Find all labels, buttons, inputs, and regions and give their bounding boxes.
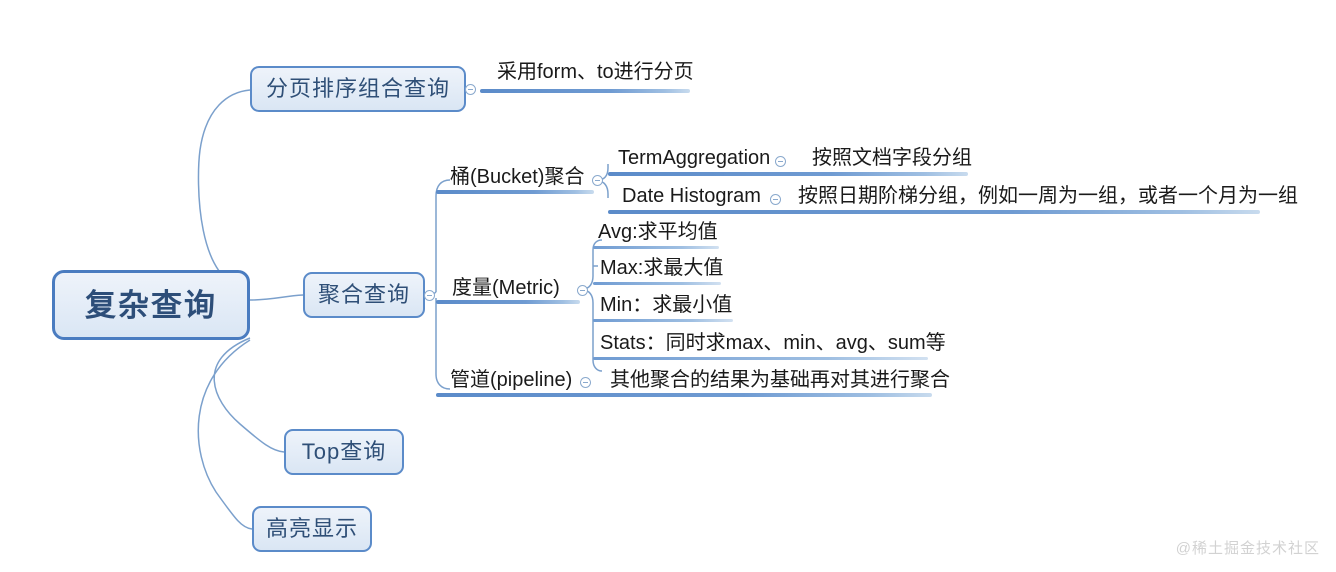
branch-highlight[interactable]: 高亮显示: [252, 506, 372, 552]
branch-top-query[interactable]: Top查询: [284, 429, 404, 475]
branch-aggregation-label: 聚合查询: [317, 282, 410, 307]
underline-metric-avg: [593, 246, 719, 249]
collapse-marker-pipeline[interactable]: [580, 377, 591, 388]
watermark: @稀土掘金技术社区: [1175, 540, 1320, 557]
term-aggregation-detail: 按照文档字段分组: [812, 147, 972, 169]
collapse-marker-bucket[interactable]: [592, 175, 603, 186]
collapse-marker-aggregation[interactable]: [424, 290, 435, 301]
underline-metric-stats: [593, 357, 928, 360]
metric-stats-label: Stats：同时求max、min、avg、sum等: [600, 332, 946, 354]
underline-metric: [436, 300, 580, 304]
root-node-label: 复杂查询: [85, 287, 217, 323]
branch-aggregation[interactable]: 聚合查询: [303, 272, 425, 318]
underline-bucket: [436, 190, 594, 194]
underline-pagination-detail: [480, 89, 690, 93]
underline-pipeline: [436, 393, 932, 397]
branch-highlight-label: 高亮显示: [265, 516, 358, 541]
underline-term-aggregation: [608, 172, 968, 176]
branch-pagination-label: 分页排序组合查询: [265, 76, 450, 101]
group-pipeline-label: 管道(pipeline): [450, 369, 573, 391]
branch-top-query-label: Top查询: [301, 439, 387, 464]
term-aggregation-label: TermAggregation: [618, 147, 771, 169]
underline-metric-max: [593, 282, 721, 285]
pagination-detail-label: 采用form、to进行分页: [497, 61, 694, 83]
metric-max-label: Max:求最大值: [600, 257, 724, 279]
date-histogram-detail: 按照日期阶梯分组，例如一周为一组，或者一个月为一组: [798, 185, 1298, 207]
underline-date-histogram: [608, 210, 1260, 214]
date-histogram-label: Date Histogram: [622, 185, 761, 207]
metric-avg-label: Avg:求平均值: [598, 221, 718, 243]
group-metric-label: 度量(Metric): [452, 277, 560, 299]
metric-min-label: Min：求最小值: [600, 294, 733, 316]
branch-pagination[interactable]: 分页排序组合查询: [250, 66, 466, 112]
root-node[interactable]: 复杂查询: [52, 270, 250, 340]
collapse-marker-term-aggregation[interactable]: [775, 156, 786, 167]
collapse-marker-metric[interactable]: [577, 285, 588, 296]
underline-metric-min: [593, 319, 733, 322]
collapse-marker-date-histogram[interactable]: [770, 194, 781, 205]
collapse-marker-pagination[interactable]: [465, 84, 476, 95]
group-bucket-label: 桶(Bucket)聚合: [450, 166, 585, 188]
pipeline-detail-label: 其他聚合的结果为基础再对其进行聚合: [610, 369, 950, 391]
